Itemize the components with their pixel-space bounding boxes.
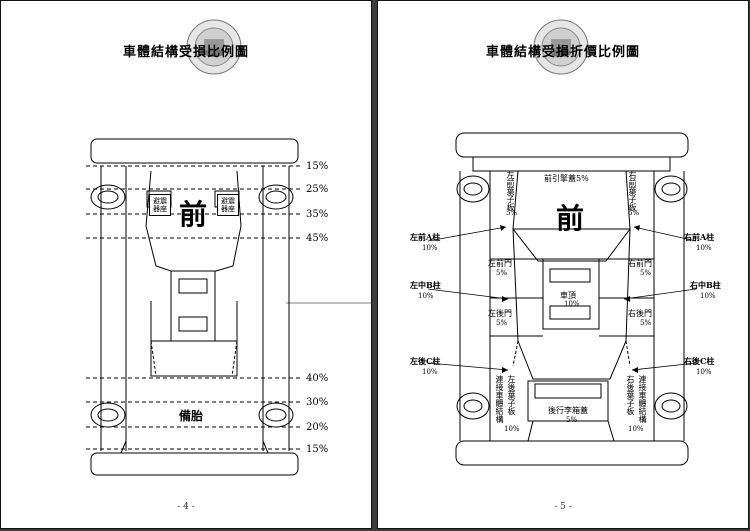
spare-tire-label: 備胎 xyxy=(179,409,204,423)
left-b-pillar-label: 左中B柱 xyxy=(410,280,441,290)
pct-label: 30% xyxy=(306,397,329,408)
pct-label: 15% xyxy=(306,444,329,455)
right-b-pillar-label: 右中B柱 xyxy=(690,280,721,290)
pct-label: 35% xyxy=(306,209,329,220)
association-seal xyxy=(186,19,242,75)
right-front-door-label: 右前門 xyxy=(628,259,652,268)
left-shock-mount-box: 避震器座 xyxy=(149,194,171,216)
pct-label: 15% xyxy=(306,161,329,172)
left-rear-door-pct: 5% xyxy=(496,319,508,327)
association-seal xyxy=(533,19,589,75)
left-front-fender-pct: 5% xyxy=(506,209,518,217)
trunk-label: 後行李箱蓋 xyxy=(548,406,588,415)
front-label: 前 xyxy=(179,198,208,231)
right-c-pillar-pct: 10% xyxy=(696,368,712,376)
page-5: 車體結構受損折價比例圖 xyxy=(377,0,749,529)
pct-label: 20% xyxy=(306,422,329,433)
right-rear-door-pct: 5% xyxy=(640,319,652,327)
trunk-pct: 5% xyxy=(566,416,578,424)
right-a-pillar-pct: 10% xyxy=(696,244,712,252)
page-number: - 5 - xyxy=(554,502,572,512)
right-front-fender-pct: 5% xyxy=(628,209,640,217)
right-rear-fender-pct: 10% xyxy=(628,425,644,433)
left-c-pillar-pct: 10% xyxy=(422,368,438,376)
right-shock-mount-box: 避震器座 xyxy=(217,194,239,216)
page-number: - 4 - xyxy=(177,502,195,512)
roof-label: 車頂 xyxy=(560,291,576,300)
pct-label: 45% xyxy=(306,233,329,244)
right-rear-structure-label: 連接車體結構 xyxy=(638,375,647,423)
hood-label: 前引擎蓋5% xyxy=(544,174,589,183)
left-rear-door-label: 左後門 xyxy=(488,309,512,318)
left-c-pillar-label: 左後C柱 xyxy=(410,356,441,366)
right-c-pillar-label: 右後C柱 xyxy=(684,356,715,366)
left-rear-structure-label: 連接車體結構 xyxy=(495,375,504,423)
right-b-pillar-pct: 10% xyxy=(700,292,716,300)
pct-label: 25% xyxy=(306,184,329,195)
pct-label: 40% xyxy=(306,373,329,384)
left-front-door-label: 左前門 xyxy=(488,259,512,268)
right-front-door-pct: 5% xyxy=(640,269,652,277)
left-front-door-pct: 5% xyxy=(496,269,508,277)
page-title: 車體結構受損比例圖 xyxy=(122,45,249,60)
page-title: 車體結構受損折價比例圖 xyxy=(485,45,640,60)
seal-graphic xyxy=(533,19,589,75)
roof-pct: 10% xyxy=(564,300,580,308)
right-rear-door-label: 右後門 xyxy=(628,309,652,318)
car-damage-diagram xyxy=(427,132,697,466)
left-a-pillar-label: 左前A柱 xyxy=(410,232,441,242)
front-label: 前 xyxy=(556,202,585,235)
right-rear-fender-label: 右後葉子板 xyxy=(626,375,635,415)
left-a-pillar-pct: 10% xyxy=(422,244,438,252)
left-rear-fender-label: 左後葉子板 xyxy=(507,375,516,415)
left-b-pillar-pct: 10% xyxy=(418,292,434,300)
car-structure-outline xyxy=(86,138,371,476)
left-rear-fender-pct: 10% xyxy=(504,425,520,433)
page-4: 車體結構受損比例圖 xyxy=(0,0,372,529)
right-a-pillar-label: 右前A柱 xyxy=(684,232,715,242)
right-front-fender-label: 右前葉子板 xyxy=(628,171,637,211)
seal-graphic xyxy=(186,19,242,75)
left-front-fender-label: 左前葉子板 xyxy=(506,171,515,211)
